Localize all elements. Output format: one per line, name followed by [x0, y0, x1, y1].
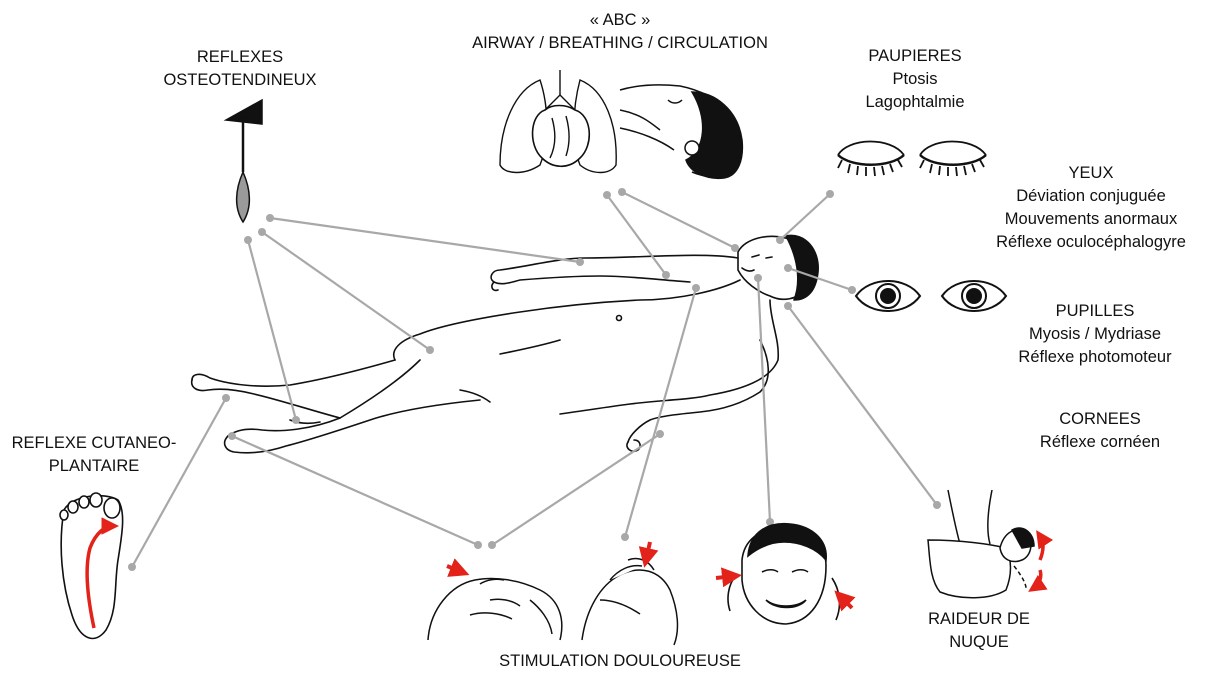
stimulation-douloureuse-label: STIMULATION DOULOUREUSE	[470, 650, 770, 673]
abc-title: « ABC »	[440, 9, 800, 32]
reflex-hammer-icon	[226, 100, 262, 222]
pupilles-myosis: Myosis / Mydriase	[990, 323, 1200, 346]
yeux-label: YEUX Déviation conjuguée Mouvements anor…	[976, 162, 1206, 254]
neck-stiffness-icon	[928, 490, 1043, 598]
raideur-line-2: NUQUE	[904, 631, 1054, 654]
reflexe-cutaneo-line-1: REFLEXE CUTANEO-	[4, 432, 184, 455]
paupieres-title: PAUPIERES	[840, 45, 990, 68]
stimulation-title: STIMULATION DOULOUREUSE	[470, 650, 770, 673]
abc-label: « ABC » AIRWAY / BREATHING / CIRCULATION	[440, 9, 800, 55]
raideur-line-1: RAIDEUR DE	[904, 608, 1054, 631]
pain-stimulation-hands-icon	[428, 566, 562, 640]
pupilles-reflexe: Réflexe photomoteur	[990, 346, 1200, 369]
abc-subtitle: AIRWAY / BREATHING / CIRCULATION	[440, 32, 800, 55]
lying-patient-body	[192, 235, 818, 452]
yeux-title: YEUX	[976, 162, 1206, 185]
reflexe-cutaneo-line-2: PLANTAIRE	[4, 455, 184, 478]
lungs-heart-icon	[500, 70, 616, 173]
pain-stimulation-face-icon	[716, 524, 852, 624]
foot-sole-icon	[60, 493, 123, 638]
cornees-label: CORNEES Réflexe cornéen	[1010, 408, 1190, 454]
cornees-title: CORNEES	[1010, 408, 1190, 431]
head-airway-icon	[620, 85, 742, 179]
reflexe-cutaneo-plantaire-label: REFLEXE CUTANEO- PLANTAIRE	[4, 432, 184, 478]
reflexes-osteo-line-1: REFLEXES	[150, 46, 330, 69]
yeux-reflexe: Réflexe oculocéphalogyre	[976, 231, 1206, 254]
pain-stimulation-hands-icon	[582, 542, 677, 645]
raideur-de-nuque-label: RAIDEUR DE NUQUE	[904, 608, 1054, 654]
open-eye-icon	[856, 281, 920, 311]
closed-eye-icon	[838, 141, 904, 176]
pupilles-label: PUPILLES Myosis / Mydriase Réflexe photo…	[990, 300, 1200, 369]
paupieres-label: PAUPIERES Ptosis Lagophtalmie	[840, 45, 990, 114]
pupilles-title: PUPILLES	[990, 300, 1200, 323]
paupieres-lagophtalmie: Lagophtalmie	[840, 91, 990, 114]
yeux-mouvements: Mouvements anormaux	[976, 208, 1206, 231]
connector-lines	[132, 192, 937, 567]
cornees-reflexe: Réflexe cornéen	[1010, 431, 1190, 454]
reflexes-osteo-line-2: OSTEOTENDINEUX	[150, 69, 330, 92]
yeux-deviation: Déviation conjuguée	[976, 185, 1206, 208]
reflexes-osteotendineux-label: REFLEXES OSTEOTENDINEUX	[150, 46, 330, 92]
paupieres-ptosis: Ptosis	[840, 68, 990, 91]
